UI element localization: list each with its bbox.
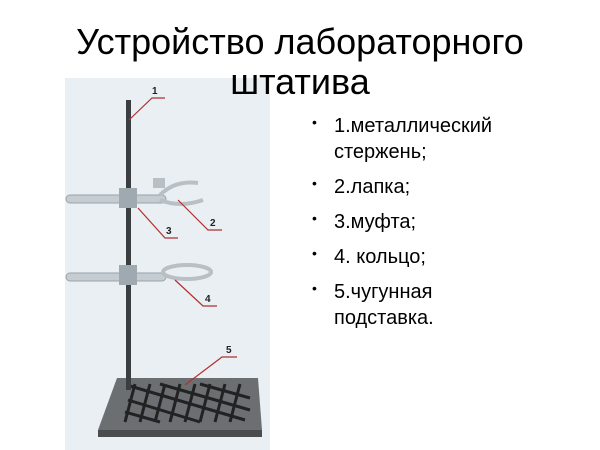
- title-line-2: штатива: [230, 61, 370, 102]
- slide-title: Устройство лабораторного штатива: [0, 22, 600, 102]
- item-text: 3.муфта;: [334, 211, 417, 233]
- label-3: 3: [166, 226, 172, 237]
- list-item: • 4. кольцо;: [310, 244, 595, 270]
- list-item: • 5.чугунная подставка.: [310, 279, 595, 331]
- boss-head-upper: [119, 188, 137, 208]
- label-2: 2: [210, 218, 216, 229]
- bullet-icon: •: [312, 210, 317, 226]
- bullet-icon: •: [312, 280, 317, 296]
- item-text: подставка.: [334, 307, 434, 329]
- label-4: 4: [205, 294, 211, 305]
- clamp-arm: [65, 194, 167, 204]
- bullet-icon: •: [312, 245, 317, 261]
- label-1: 1: [152, 86, 158, 97]
- list-item: • 3.муфта;: [310, 209, 595, 235]
- bullet-icon: •: [312, 175, 317, 191]
- leader-lines: [128, 97, 237, 386]
- list-item: • 1.металлический стержень;: [310, 113, 595, 165]
- clamp-screw: [153, 178, 165, 188]
- label-5: 5: [226, 345, 232, 356]
- item-text: 1.металлический: [334, 115, 493, 137]
- parts-list: • 1.металлический стержень; • 2.лапка; • 3.м…: [310, 113, 595, 340]
- bullet-icon: •: [312, 114, 317, 130]
- metal-rod: [126, 100, 131, 390]
- item-text: стержень;: [334, 141, 427, 163]
- title-line-1: Устройство лабораторного: [76, 21, 524, 62]
- item-text: 4. кольцо;: [334, 246, 426, 268]
- base-grid: [123, 382, 251, 424]
- clamp-jaws: [158, 180, 204, 206]
- boss-head-lower: [119, 265, 137, 285]
- list-item: • 2.лапка;: [310, 174, 595, 200]
- lab-stand-diagram: 1 2 3 4 5: [65, 78, 270, 450]
- ring: [161, 263, 213, 281]
- ring-arm: [65, 272, 167, 282]
- item-text: 5.чугунная: [334, 281, 433, 303]
- item-text: 2.лапка;: [334, 176, 411, 198]
- base-edge: [98, 430, 262, 437]
